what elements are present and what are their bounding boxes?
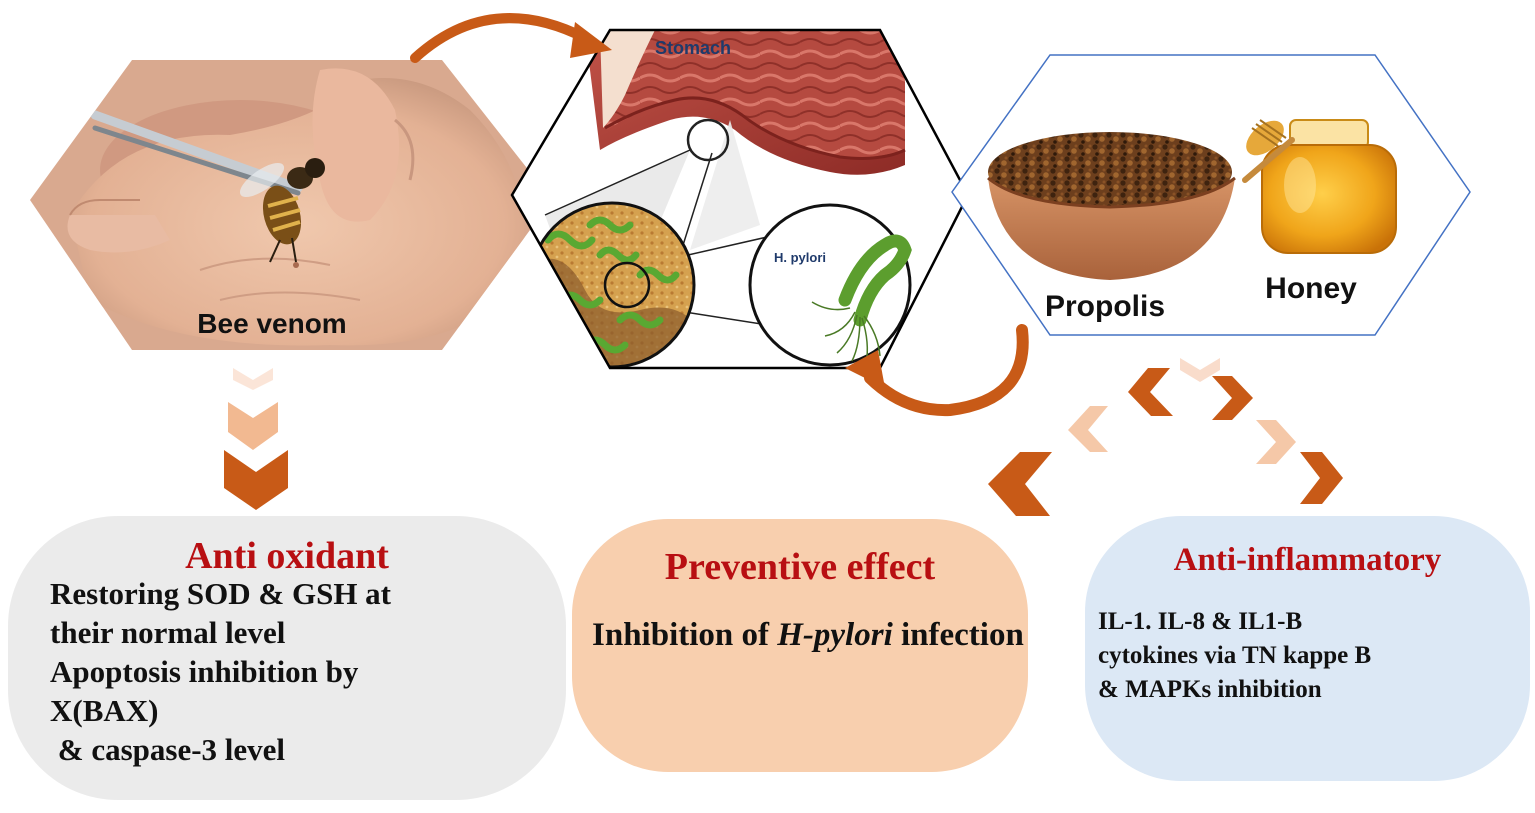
antioxidant-body: Restoring SOD & GSH at their normal leve…: [50, 576, 391, 767]
preventive-title: Preventive effect: [664, 546, 936, 588]
honey-dipper: [1246, 119, 1287, 156]
anti-inflammatory-title: Anti-inflammatory: [1173, 542, 1442, 578]
preventive-body-pathogen: H-pylori: [777, 617, 893, 653]
chevrons-to-preventive: [988, 368, 1173, 516]
propolis-honey-image: Propolis Honey: [951, 54, 1471, 336]
chevrons-to-anti-inflammatory: [1180, 358, 1343, 504]
stomach-label: Stomach: [655, 38, 731, 58]
honey-label: Honey: [1265, 272, 1357, 305]
curved-arrow-bee-to-stomach: [410, 13, 612, 63]
preventive-body: Inhibition of H-pylori infection: [592, 613, 1024, 657]
curved-arrow-propolis-to-stomach: [845, 324, 1029, 417]
preventive-box: Preventive effect Inhibition of H-pylori…: [572, 519, 1028, 772]
propolis-label: Propolis: [1045, 290, 1165, 323]
honey-jar: [1242, 119, 1397, 254]
bee-venom-image: Bee venom: [30, 60, 552, 350]
h-pylori-label: H. pylori: [774, 250, 826, 265]
bee-venom-label: Bee venom: [197, 308, 346, 339]
h-pylori-bacterium: [811, 234, 912, 365]
preventive-body-prefix: Inhibition of: [592, 617, 778, 653]
anti-inflammatory-body: IL-1. IL-8 & IL1-B cytokines via TN kapp…: [1098, 608, 1372, 703]
propolis-bowl: [987, 132, 1236, 280]
stomach-image: H. pylori Stomach: [510, 28, 970, 370]
preventive-body-suffix: infection: [892, 617, 1024, 653]
chevrons-down-left: [224, 368, 288, 510]
anti-inflammatory-box: Anti-inflammatory IL-1. IL-8 & IL1-B cyt…: [1085, 516, 1530, 781]
bee: [239, 158, 325, 268]
antioxidant-box: Anti oxidant Restoring SOD & GSH at thei…: [8, 516, 566, 800]
antioxidant-title: Anti oxidant: [185, 535, 389, 577]
